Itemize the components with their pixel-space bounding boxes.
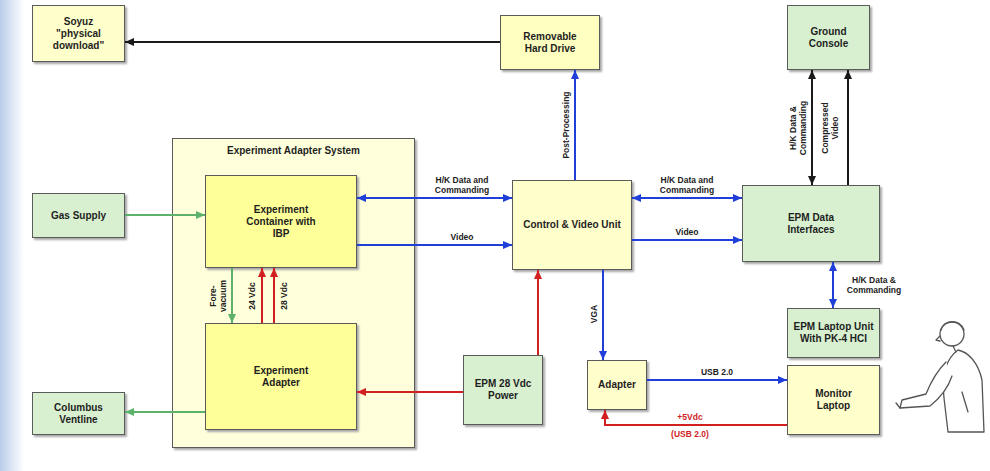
connector-arrow xyxy=(632,197,742,199)
process-box: EPM Laptop Unit With PK-4 HCI xyxy=(787,308,880,358)
box-label: Gas Supply xyxy=(51,210,106,222)
process-box: Experiment Container with IBP xyxy=(205,175,357,268)
connector-arrow xyxy=(273,268,275,323)
operator-fold xyxy=(962,392,968,412)
operator-hair xyxy=(941,322,964,330)
process-box: EPM Data Interfaces xyxy=(742,185,880,262)
operator-hand xyxy=(896,403,900,408)
signal-label: +5Vdc xyxy=(665,412,715,422)
signal-label: H/K Data & Commanding xyxy=(788,83,808,173)
connector-arrow xyxy=(605,410,787,425)
connector-arrow xyxy=(125,411,205,413)
process-box: Removable Hard Drive xyxy=(500,15,600,70)
connector-arrow xyxy=(357,244,512,246)
connector-arrow xyxy=(125,41,500,43)
connector-arrow xyxy=(832,262,834,308)
connector-arrow xyxy=(537,270,539,355)
box-label: EPM Laptop Unit With PK-4 HCI xyxy=(794,321,874,345)
process-box: Control & Video Unit xyxy=(512,180,632,270)
box-label: EPM Data Interfaces xyxy=(776,212,846,236)
operator-torso xyxy=(943,350,984,432)
connector-arrow xyxy=(574,70,576,180)
signal-label: Video xyxy=(432,232,492,242)
connector-arrow xyxy=(261,268,263,323)
process-box: Monitor Laptop xyxy=(787,365,880,435)
process-box: EPM 28 Vdc Power xyxy=(463,355,543,425)
signal-label: H/K Data & Commanding xyxy=(843,275,905,295)
process-box: Soyuz "physical download" xyxy=(32,5,125,62)
process-box: Columbus Ventline xyxy=(32,392,125,435)
box-label: Control & Video Unit xyxy=(523,219,621,231)
signal-label: Video xyxy=(657,227,717,237)
connector-arrow xyxy=(602,270,604,360)
connector-arrow xyxy=(632,239,742,241)
connector-arrow xyxy=(811,70,813,185)
operator-head xyxy=(940,322,964,346)
box-label: Experiment Adapter xyxy=(241,365,321,389)
connector-arrow xyxy=(125,214,205,216)
signal-label: VGA xyxy=(589,294,599,334)
operator-figure xyxy=(896,322,984,432)
signal-note: (USB 2.0) xyxy=(660,429,720,439)
signal-label: 28 Vdc xyxy=(279,274,289,318)
box-label: Ground Console xyxy=(799,26,859,50)
box-label: Columbus Ventline xyxy=(49,402,109,426)
box-label: Soyuz "physical download" xyxy=(48,16,110,52)
signal-label: H/K Data and Commanding xyxy=(422,175,502,195)
connector-arrow xyxy=(357,391,463,393)
signal-label: Post-Processing xyxy=(561,80,571,170)
signal-label: Compressed Video xyxy=(820,97,840,159)
process-box: Ground Console xyxy=(787,5,870,70)
operator-nose xyxy=(936,336,940,341)
connector-arrow xyxy=(847,70,849,185)
process-box: Experiment Adapter xyxy=(205,323,357,430)
signal-label: USB 2.0 xyxy=(687,367,747,377)
operator-neck xyxy=(953,346,956,352)
process-box: Gas Supply xyxy=(32,193,125,238)
operator-arm xyxy=(900,362,952,408)
box-label: Monitor Laptop xyxy=(804,388,864,412)
box-label: Experiment Container with IBP xyxy=(241,204,321,240)
connector-arrow xyxy=(231,268,233,323)
connector-arrow xyxy=(357,197,512,199)
box-label: Adapter xyxy=(598,379,636,391)
signal-label: Fore-vacuum xyxy=(208,274,228,318)
process-box: Adapter xyxy=(587,360,647,410)
page-edge-strip xyxy=(0,0,24,471)
signal-label: H/K Data and Commanding xyxy=(647,175,727,195)
box-label: EPM 28 Vdc Power xyxy=(473,378,533,402)
group-heading: Experiment Adapter System xyxy=(227,145,360,157)
signal-label: 24 Vdc xyxy=(247,274,257,318)
box-label: Removable Hard Drive xyxy=(515,31,585,55)
connector-arrow xyxy=(647,379,787,381)
